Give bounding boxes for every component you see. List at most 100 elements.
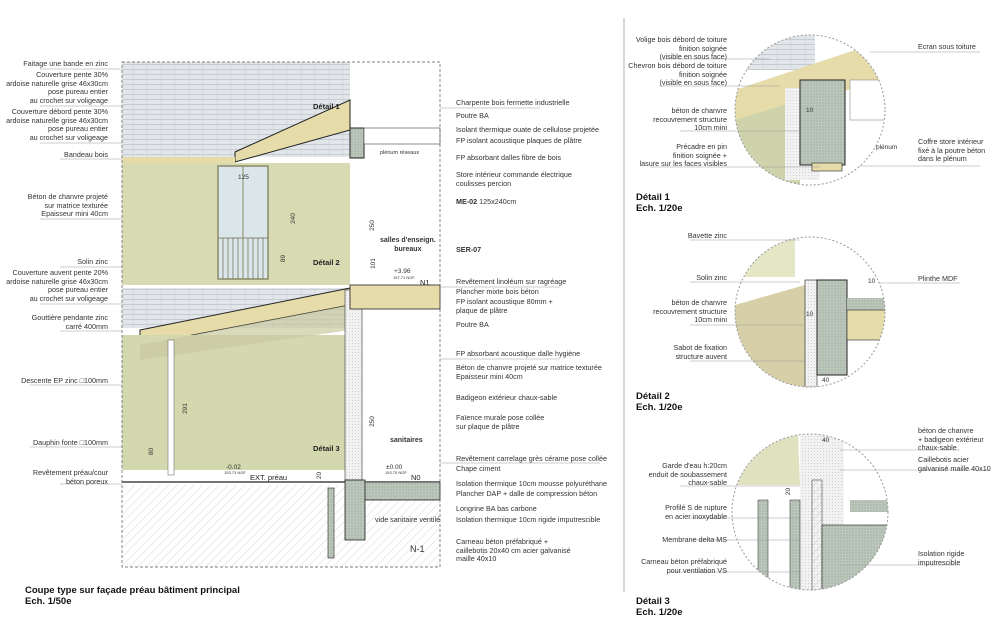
d1-label-ecran: Ecran sous toiture — [918, 42, 976, 51]
main-title: Coupe type sur façade préau bâtiment pri… — [25, 585, 240, 596]
label-bandeau: Bandeau bois — [64, 150, 108, 159]
label-window: ME-02 125x240cm — [456, 197, 517, 207]
label-carrelage: Revêtement carrelage grès cérame pose co… — [456, 454, 608, 463]
d3-label-carneau: Carneau béton préfabriqué pour ventilati… — [641, 557, 727, 575]
dim-sill: 101 — [369, 258, 377, 269]
label-couverture-debord: Couverture débord pente 30% ardoise natu… — [6, 107, 108, 142]
label-beton-chanvre: Béton de chanvre projeté sur matrice tex… — [27, 192, 108, 219]
detail-3-circle — [731, 433, 889, 591]
label-beton-chanvre-r: Béton de chanvre projeté sur matrice tex… — [456, 363, 602, 381]
foundation — [344, 479, 366, 541]
label-fp-isolant: FP isolant acoustique plaques de plâtre — [456, 136, 582, 145]
d1-label-precadre: Précadre en pin finition soignée + lasur… — [639, 142, 727, 169]
level-n1-name: N1 — [420, 278, 430, 287]
dim-window-width: 125 — [238, 174, 249, 181]
leader-lines — [30, 68, 600, 485]
label-badigeon: Badigeon extérieur chaux-sable — [456, 393, 558, 402]
d2-label-plinthe: Plinthe MDF — [918, 274, 958, 283]
label-ser07: SER-07 — [456, 245, 482, 254]
d2-label-solin: Solin zinc — [696, 273, 727, 282]
level-ext-name: EXT. préau — [250, 473, 288, 482]
d2-dim-10a: 10 — [868, 278, 876, 285]
d3-label-profile: Profilé S de rupture en acier inoxydable — [665, 503, 727, 521]
d1-plenum: plénum — [876, 144, 898, 151]
label-fp-hygiene: FP absorbant acoustique dalle hygiène — [456, 349, 581, 358]
d3-label-caillebotis: Caillebotis acier galvanisé maille 40x10 — [918, 455, 991, 473]
room-classrooms: salles d'enseign. bureaux — [380, 237, 436, 253]
level-n0-name: N0 — [411, 473, 421, 482]
window-size: 125x240cm — [479, 197, 517, 206]
d2-scale: Ech. 1/20e — [636, 402, 683, 413]
lower-wall-hemp — [122, 335, 350, 470]
label-couverture: Couverture pente 30% ardoise naturelle g… — [6, 70, 108, 105]
label-fp-isolant-80: FP isolant acoustique 80mm + plaque de p… — [456, 297, 553, 315]
label-plancher-mixte: Plancher mixte bois béton — [456, 287, 539, 296]
d1-title: Détail 1 — [636, 192, 670, 203]
d2-label-bavette: Bavette zinc — [687, 231, 727, 240]
upper-beam — [349, 127, 365, 159]
label-descente: Descente EP zinc □100mm — [21, 376, 108, 385]
downpipe — [167, 339, 175, 476]
dim-n0-height: 250 — [368, 416, 376, 427]
label-plancher-dap: Plancher DAP + dalle de compression béto… — [456, 489, 598, 498]
label-poutre-ba: Poutre BA — [456, 111, 489, 120]
d2-title: Détail 2 — [636, 391, 670, 402]
dim-awning: 291 — [181, 403, 189, 414]
label-faitage: Faitage une bande en zinc — [23, 59, 108, 68]
room-plenum: plénum réseaux — [380, 150, 420, 156]
level-n0-ngf: 153.75 NGF — [385, 470, 407, 475]
detail-1-circle — [734, 34, 886, 186]
label-store: Store intérieur commande électrique coul… — [456, 170, 572, 188]
label-isolant-ouate: Isolant thermique ouate de cellulose pro… — [456, 125, 600, 134]
room-basement: N-1 — [410, 544, 425, 554]
label-revetement-preau: Revêtement préau/cour béton poreux — [32, 468, 108, 486]
level-ext-ngf: 153.73 NGF — [224, 470, 246, 475]
level-n1-value: +3.96 — [394, 268, 411, 275]
detail-leaders — [650, 51, 990, 573]
d3-label-garde-eau: Garde d'eau h:20cm enduit de soubassemen… — [648, 461, 727, 488]
d3-label-membrane: Membrane delta MS — [662, 535, 727, 544]
d2-dim-40: 40 — [822, 377, 830, 384]
room-sanitaires: sanitaires — [390, 437, 423, 444]
level-n0-value: ±0.00 — [386, 464, 403, 471]
d3-dim-40: 40 — [822, 437, 830, 444]
insulation-roof — [363, 127, 441, 145]
floor-n0 — [361, 481, 441, 501]
label-isolation-pu: Isolation thermique 10cm mousse polyurét… — [456, 479, 608, 488]
d2-dim-10b: 10 — [806, 311, 814, 318]
d1-scale: Ech. 1/20e — [636, 203, 683, 214]
floor-n1 — [349, 284, 441, 310]
label-carneau: Carneau béton préfabriqué + caillebotis … — [456, 537, 571, 564]
d2-label-beton: béton de chanvre recouvrement structure … — [653, 298, 727, 325]
main-scale: Ech. 1/50e — [25, 596, 72, 607]
label-solin: Solin zinc — [77, 257, 108, 266]
detail-2-circle — [734, 236, 886, 388]
label-isolation-rigide: Isolation thermique 10cm rigide imputres… — [456, 515, 601, 524]
d1-label-volige: Volige bois débord de toiture finition s… — [635, 35, 727, 62]
label-dauphin: Dauphin fonte □100mm — [32, 438, 108, 447]
d3-title: Détail 3 — [636, 596, 670, 607]
dim-n1-height: 250 — [368, 220, 376, 231]
label-fp-absorbant: FP absorbant dalles fibre de bois — [456, 153, 561, 162]
label-charpente: Charpente bois fermette industrielle — [456, 98, 570, 107]
d3-dim-20: 20 — [785, 487, 793, 496]
room-vide-sanitaire: vide sanitaire ventilé — [375, 515, 441, 524]
level-n1-ngf: 157.71 NGF — [393, 275, 415, 280]
detail-1-tag: Détail 1 — [313, 102, 340, 111]
d3-label-isolation: Isolation rigide imputrescible — [918, 549, 965, 567]
main-section — [30, 61, 600, 568]
label-linoleum: Revêtement linoléum sur ragréage — [456, 277, 567, 286]
d1-label-coffre: Coffre store intérieur fixé à la poutre … — [918, 137, 986, 164]
fascia-board — [122, 157, 235, 163]
detail-2-tag: Détail 2 — [313, 258, 340, 267]
dim-garde-eau: 20 — [316, 471, 324, 480]
wall-column — [344, 289, 363, 481]
dim-dauphin: 80 — [148, 447, 156, 456]
detail-3-tag: Détail 3 — [313, 444, 340, 453]
label-chape: Chape ciment — [456, 464, 501, 473]
label-gouttiere: Gouttière pendante zinc carré 400mm — [31, 313, 108, 331]
dim-railing: 89 — [280, 254, 288, 263]
level-ext-value: -0.02 — [226, 464, 241, 471]
label-faience: Faïence murale pose collée sur plaque de… — [456, 413, 545, 431]
